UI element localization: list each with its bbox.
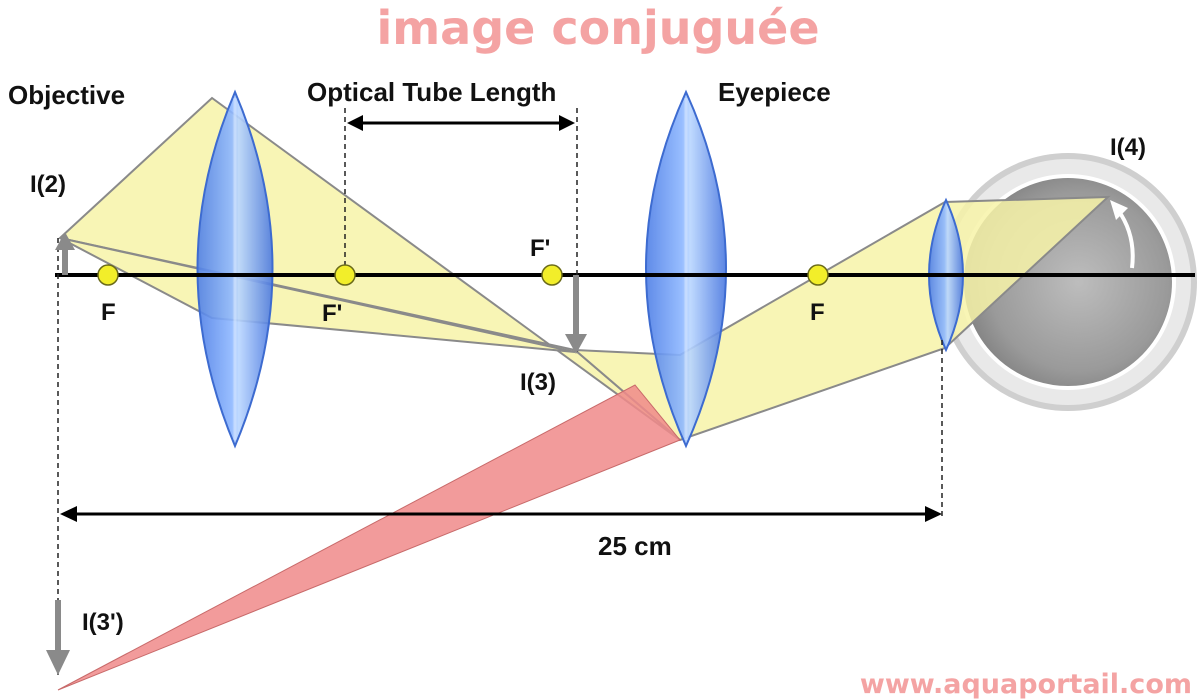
image-3-arrow (565, 275, 587, 354)
focal-point-eyepiece-front (541, 264, 563, 286)
eyepiece-lens (645, 89, 727, 449)
focal-label-objective-back: F' (322, 300, 342, 327)
optical-tube-length-label: Optical Tube Length (307, 77, 556, 107)
focal-label-objective-front: F (101, 299, 116, 326)
image-3-prime-arrow (46, 600, 70, 675)
objective-label: Objective (8, 80, 125, 110)
ray-bundle-objective-lower (59, 237, 576, 353)
distance-25cm-arrow (60, 506, 942, 522)
focal-point-objective-front (97, 264, 119, 286)
image-4-arrow (1110, 200, 1135, 269)
watermark: www.aquaportail.com (860, 669, 1192, 700)
virtual-image-ray-cone (57, 384, 681, 691)
image-2-arrow (55, 232, 75, 275)
focal-label-eyepiece-front: F' (530, 235, 550, 262)
focal-point-eyepiece-back (807, 264, 829, 286)
image-3-label: I(3) (520, 369, 556, 396)
objective-lens (196, 89, 274, 449)
image-4-label: I(4) (1110, 134, 1146, 161)
optical-tube-length-arrow (347, 115, 575, 131)
diagram-title: image conjuguée (376, 1, 819, 55)
focal-points (97, 264, 829, 286)
focal-point-objective-back (334, 264, 356, 286)
image-3-prime-label: I(3') (82, 609, 124, 636)
distance-label: 25 cm (598, 531, 672, 561)
eyepiece-label: Eyepiece (718, 77, 831, 107)
focal-label-eyepiece-back: F (810, 299, 825, 326)
image-2-label: I(2) (30, 171, 66, 198)
